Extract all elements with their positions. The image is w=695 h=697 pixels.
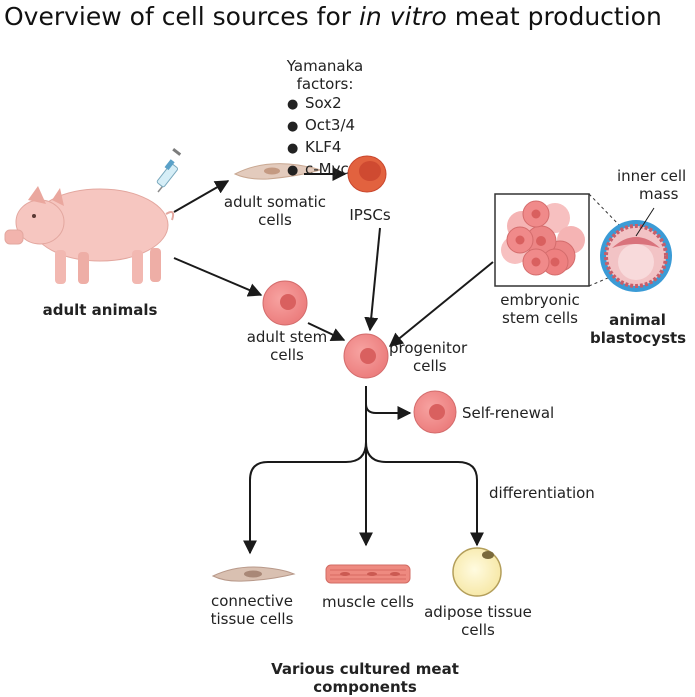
arrow-animal-to-somatic [173,180,230,213]
arrow-ipsc-to-progenitor [364,227,381,332]
progenitor-line2: cells [413,357,447,375]
differentiation-label: differentiation [489,484,595,502]
inner-cell-mass-pointer [635,207,655,237]
yamanaka-line2: factors: [296,75,354,93]
arrows [173,167,494,555]
adult-somatic-line2: cells [258,211,292,229]
adult-somatic-cells-label: adult somatic cells [215,193,335,229]
somatic-cell-shape [233,163,322,180]
arrow-embryonic-to-progenitor [388,261,494,347]
adult-stem-line1: adult stem [246,328,328,346]
arrow-to-self-renewal [365,386,412,420]
ipscs-label: IPSCs [349,206,391,224]
yamanaka-factor-item: ●Oct3/4 [287,116,356,134]
muscle-cells-label: muscle cells [322,593,414,611]
connective-line1: connective [210,592,294,610]
zoom-dashed-line-top [588,193,623,229]
syringe-icon [156,147,182,193]
inner-cell-mass-line2: mass [639,185,679,203]
arrow-to-adipose [365,441,484,547]
yamanaka-factor-item: ●c-Myc [287,160,349,178]
embryonic-stem-cells-box [494,193,590,287]
animal-blastocysts-line2: blastocysts [590,329,687,347]
yamanaka-factor-text: Oct3/4 [305,116,356,134]
yamanaka-heading: Yamanaka factors: [270,57,380,93]
components-line2: components [313,678,417,696]
adult-stem-cells-label: adult stem cells [232,328,342,364]
cultured-meat-components-label: Various cultured meat components [260,660,470,696]
connective-tissue-cells-label: connective tissue cells [196,592,308,628]
adult-stem-line2: cells [270,346,304,364]
adipose-line1: adipose tissue [424,603,532,621]
embryonic-line2: stem cells [502,309,578,327]
self-renewal-cell-shape [413,390,457,434]
embryonic-stem-cells-label: embryonic stem cells [490,291,590,327]
inner-cell-mass-line1: inner cell [617,167,687,185]
arrow-to-connective [243,441,367,555]
yamanaka-factor-item: ●Sox2 [287,94,342,112]
adult-animals-label: adult animals [42,301,158,319]
self-renewal-label: Self-renewal [462,404,555,422]
animal-blastocysts-label: animal blastocysts [590,311,687,347]
title-prefix: Overview of cell sources for [4,2,359,31]
progenitor-cell-shape [343,333,389,379]
ipsc-cell-shape [347,155,387,193]
embryonic-line1: embryonic [500,291,580,309]
page-title: Overview of cell sources for in vitro me… [4,2,662,31]
adipose-cell-shape [452,547,502,597]
connective-tissue-cell-shape [211,566,296,582]
yamanaka-factor-list: ●Sox2 ●Oct3/4 ●KLF4 ●c-Myc [287,93,397,181]
animal-blastocysts-line1: animal [609,311,666,329]
inner-cell-mass-label: inner cell mass [617,167,695,203]
components-line1: Various cultured meat [271,660,459,678]
title-suffix: meat production [446,2,662,31]
progenitor-cells-label: progenitor cells [389,339,489,375]
connective-line2: tissue cells [210,610,294,628]
adult-somatic-line1: adult somatic [223,193,327,211]
adipose-tissue-cells-label: adipose tissue cells [418,603,538,639]
arrow-animal-to-adult-stem [173,257,263,297]
muscle-cell-shape [325,564,411,584]
yamanaka-factor-item: ●KLF4 [287,138,342,156]
yamanaka-factor-text: c-Myc [305,160,349,178]
title-italic: in vitro [358,2,447,31]
arrow-adult-stem-to-progenitor [307,322,346,341]
pig-illustration [4,186,175,284]
adipose-line2: cells [461,621,495,639]
progenitor-line1: progenitor [389,339,468,357]
yamanaka-line1: Yamanaka [286,57,364,75]
blastocyst-shape [600,220,672,292]
yamanaka-factor-text: Sox2 [305,94,342,112]
yamanaka-factor-text: KLF4 [305,138,342,156]
adult-stem-cell-shape [262,280,308,326]
